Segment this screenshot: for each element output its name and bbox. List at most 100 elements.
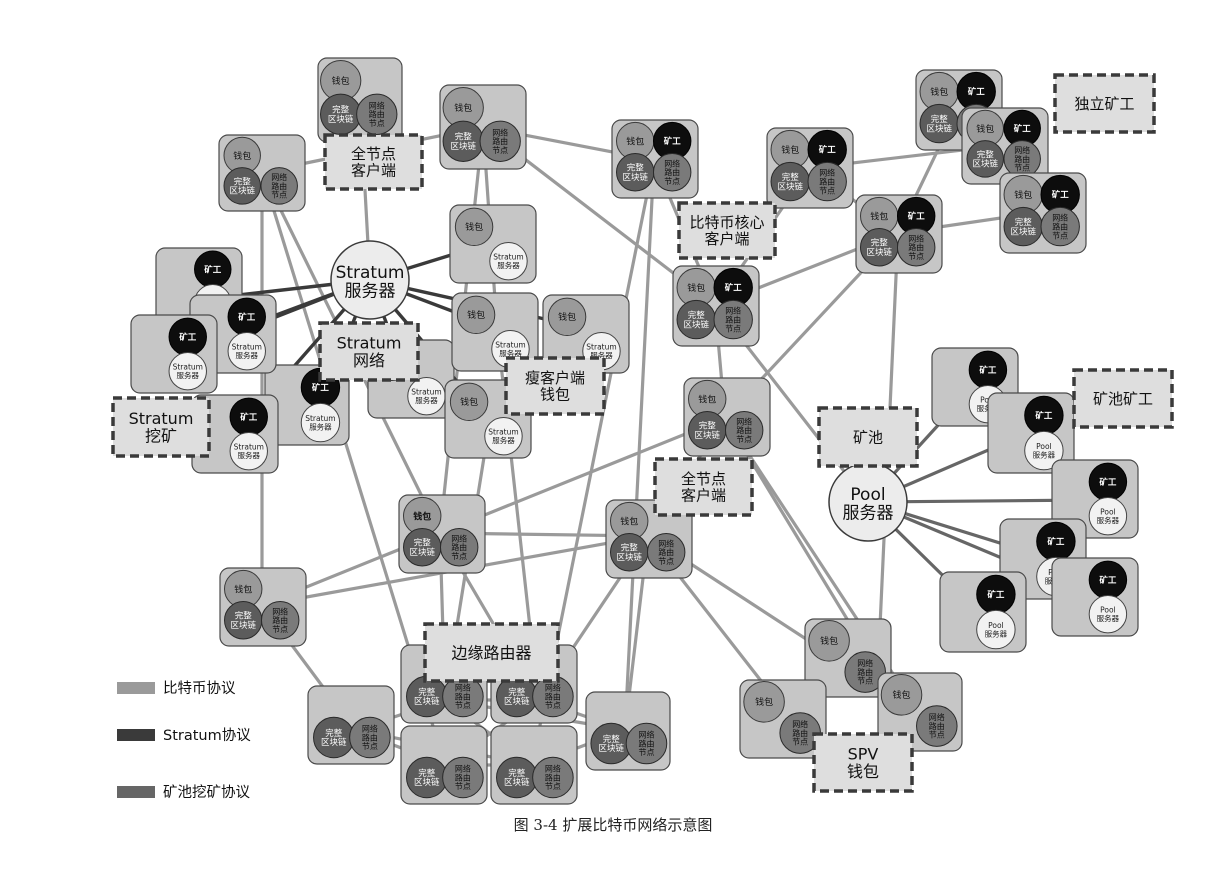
blockchain-icon [966, 140, 1004, 178]
wallet-label: 钱包 [465, 221, 483, 233]
router-icon [713, 299, 753, 340]
blockchain-label: 完整区块链 [622, 163, 648, 183]
router-icon [532, 756, 574, 799]
wallet-icon [547, 297, 587, 337]
miner-label: 矿工 [987, 590, 1005, 601]
pool-server-icon [1088, 496, 1128, 536]
router-icon [724, 411, 764, 450]
router-label: 网络路由节点 [819, 168, 835, 196]
blockchain-label: 完整区块链 [414, 687, 440, 707]
wallet-label: 钱包 [233, 150, 251, 162]
wallet-label: 钱包 [620, 515, 638, 527]
router-icon [916, 705, 958, 747]
pool-server-icon [1088, 594, 1128, 634]
stratum-server-icon [484, 416, 523, 456]
router-label: 网络路由节点 [725, 306, 741, 334]
miner-label: 矿工 [312, 383, 330, 394]
miner-label: 矿工 [238, 312, 256, 323]
wallet-label: 钱包 [1014, 189, 1032, 201]
callout-edge-router [423, 622, 560, 683]
wallet-icon [808, 620, 850, 662]
blockchain-label: 完整区块链 [414, 768, 440, 788]
wallet-icon [880, 674, 923, 716]
miner-label: 矿工 [204, 264, 222, 275]
blockchain-label: 完整区块链 [328, 105, 354, 125]
wallet-label: 钱包 [467, 309, 485, 321]
link-bitcoin-protocol [623, 158, 656, 732]
callout-mining-pool [817, 406, 919, 468]
callout-full-node-top [323, 133, 424, 191]
miner-label: 矿工 [1052, 190, 1070, 201]
callout-thin-client-label: 瘦客户端钱包 [525, 369, 585, 404]
router-icon [442, 756, 484, 799]
router-label: 网络路由节点 [272, 606, 288, 634]
router-label: 网络路由节点 [1052, 213, 1068, 241]
miner-label: 矿工 [179, 332, 197, 343]
miner-label: 矿工 [1035, 411, 1053, 422]
blockchain-label: 完整区块链 [598, 734, 624, 754]
blockchain-icon [223, 167, 261, 205]
blockchain-label: 完整区块链 [230, 611, 256, 631]
router-icon [652, 153, 692, 192]
legend-swatch [117, 729, 155, 741]
callout-full-node-top-label: 全节点客户端 [351, 145, 396, 180]
router-label: 网络路由节点 [664, 158, 680, 186]
callout-full-node-mid [653, 457, 754, 517]
wallet-icon [743, 681, 785, 723]
blockchain-label: 完整区块链 [777, 172, 803, 192]
blockchain-label: 完整区块链 [616, 543, 642, 563]
wallet-label: 钱包 [454, 102, 472, 114]
router-icon [646, 533, 686, 572]
legend-label: Stratum协议 [163, 727, 251, 744]
miner-label: 矿工 [1047, 537, 1065, 548]
stratum-server-icon [300, 402, 341, 443]
router-label: 网络路由节点 [1014, 145, 1030, 173]
miner-label: 矿工 [664, 136, 682, 147]
wallet-label: 钱包 [893, 689, 911, 701]
wallet-icon [456, 295, 496, 335]
blockchain-label: 完整区块链 [321, 728, 347, 748]
router-label: 网络路由节点 [271, 172, 287, 200]
router-icon [1040, 206, 1080, 247]
callout-pool-miner-label: 矿池矿工 [1093, 390, 1153, 408]
miner-label: 矿工 [908, 211, 926, 222]
callout-thin-client [504, 356, 606, 416]
pool-server-icon [976, 609, 1016, 650]
wallet-label: 钱包 [626, 135, 644, 147]
router-label: 网络路由节点 [362, 724, 378, 752]
wallet-label: 钱包 [781, 144, 799, 156]
wallet-label: 钱包 [698, 393, 716, 405]
blockchain-label: 完整区块链 [504, 768, 530, 788]
router-label: 网络路由节点 [451, 533, 467, 561]
router-icon [260, 601, 300, 640]
callout-bitcoin-core-label: 比特币核心客户端 [689, 214, 764, 249]
router-label: 网络路由节点 [545, 683, 561, 711]
stratum-server-icon [229, 431, 268, 471]
wallet-label: 钱包 [930, 86, 948, 98]
legend-label: 矿池挖矿协议 [163, 784, 250, 801]
wallet-label: 钱包 [558, 311, 576, 323]
router-label: 网络路由节点 [908, 233, 924, 261]
stratum-server-icon [227, 331, 266, 371]
callout-spv-wallet [812, 732, 914, 793]
router-icon [807, 161, 847, 202]
blockchain-label: 完整区块链 [229, 176, 255, 196]
callout-bitcoin-core [677, 201, 777, 260]
wallet-label: 钱包 [820, 635, 838, 647]
stratum-server-icon [168, 351, 207, 391]
router-icon [356, 93, 398, 135]
router-label: 网络路由节点 [369, 100, 385, 128]
router-label: 网络路由节点 [455, 683, 471, 711]
